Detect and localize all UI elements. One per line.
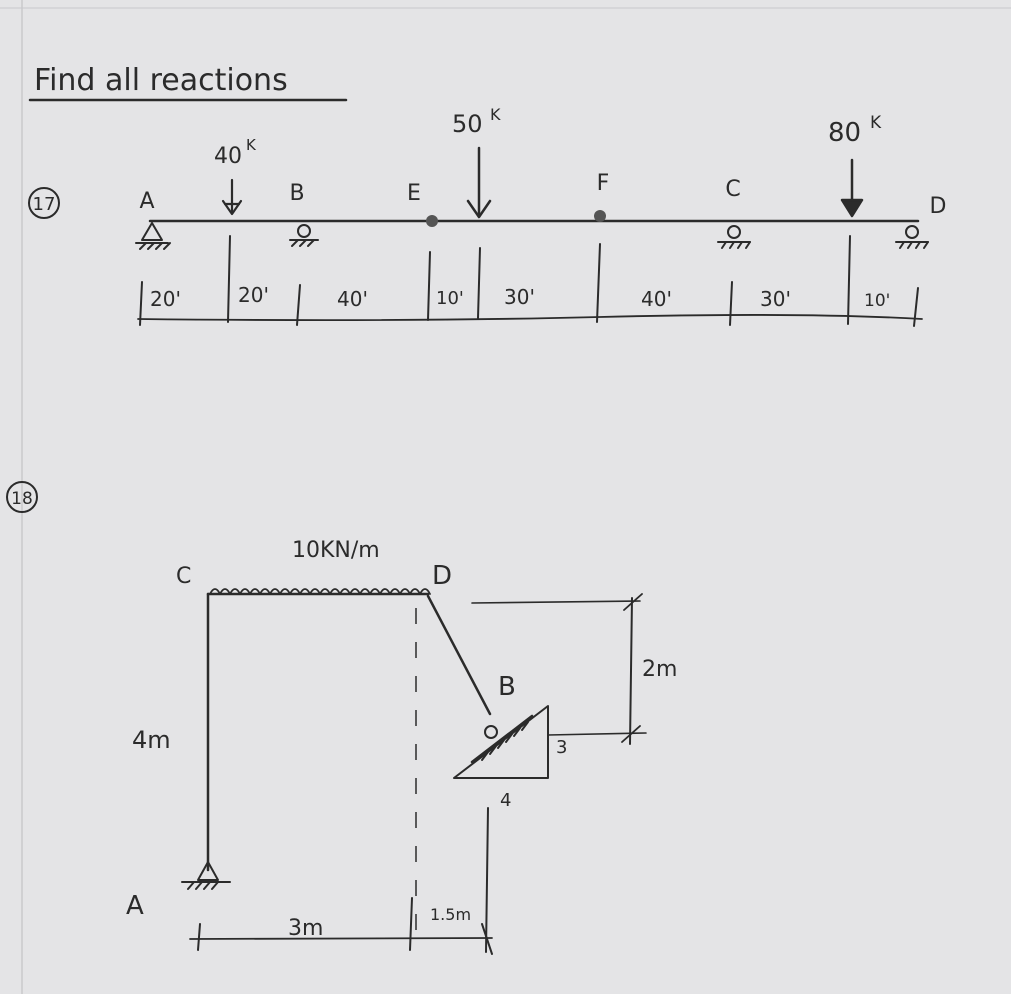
load-50k-label: 50 K [452,105,501,138]
slope-run-label: 4 [500,790,511,811]
rise-dimension-ticks [621,593,643,743]
bottom-dimension-line [189,937,493,940]
problem-18: 18 10KN/m C D B A 4m 3 4 [6,481,677,955]
svg-text:40: 40 [214,144,242,169]
problem-17: 17 A B E F C D 40 K 50 K 80 K [28,105,947,327]
hinge-e [426,215,438,227]
problem-18-number: 18 [11,489,33,509]
rise-dimension-line [629,597,633,745]
svg-text:K: K [870,113,882,133]
pin-support-a-18 [181,861,231,890]
member-db [426,594,492,716]
pin-support-a [135,222,171,250]
dim-ab1: 20' [150,287,181,311]
point-e-label: E [407,181,421,206]
d-extension-line [471,600,641,604]
roller-support-c [717,225,751,249]
dim-c-load: 30' [760,287,791,311]
offset-label: 1.5m [430,905,471,924]
svg-text:K: K [246,136,257,154]
point-d-label: D [930,194,947,219]
dimension-line [137,314,923,322]
slope-rise-label: 3 [556,737,567,758]
svg-text:80: 80 [828,118,861,148]
load-40k-label: 40 K [214,136,257,169]
problem-17-number: 17 [33,194,56,215]
distributed-load-label: 10KN/m [292,538,380,563]
rise-label: 2m [642,657,677,682]
distributed-load [209,588,431,595]
dim-load-f: 30' [504,285,535,309]
hinge-f [594,210,606,222]
problem-17-number-circle [28,187,60,219]
dimension-ticks [139,235,919,327]
load-arrow-50k [466,146,492,219]
svg-text:K: K [490,105,501,124]
dim-load-d: 10' [864,291,890,311]
point-b-label: B [289,181,304,206]
page-title: Find all reactions [34,63,288,98]
dim-fc: 40' [641,287,672,311]
dim-e-load: 10' [436,288,464,309]
inclined-roller-support-b [453,705,549,779]
point-a-label-18: A [126,891,144,921]
point-c-label: C [725,177,740,202]
load-arrow-40k [221,178,243,216]
problem-18-number-circle [6,481,38,513]
b-extension-line [485,807,489,953]
point-b-label-18: B [498,672,516,702]
load-80k-label: 80 K [828,113,882,148]
dim-ab2: 20' [238,283,269,307]
bottom-dimension-ticks [197,897,493,955]
point-d-label-18: D [432,561,452,591]
svg-text:50: 50 [452,110,483,138]
roller-support-b [289,224,319,247]
point-a-label: A [139,189,154,214]
load-arrow-80k [840,158,864,218]
point-c-label-18: C [176,564,191,589]
span-label: 3m [288,916,323,941]
height-label: 4m [132,726,171,754]
dim-be: 40' [337,287,368,311]
point-f-label: F [597,171,610,196]
roller-support-d [895,225,929,249]
